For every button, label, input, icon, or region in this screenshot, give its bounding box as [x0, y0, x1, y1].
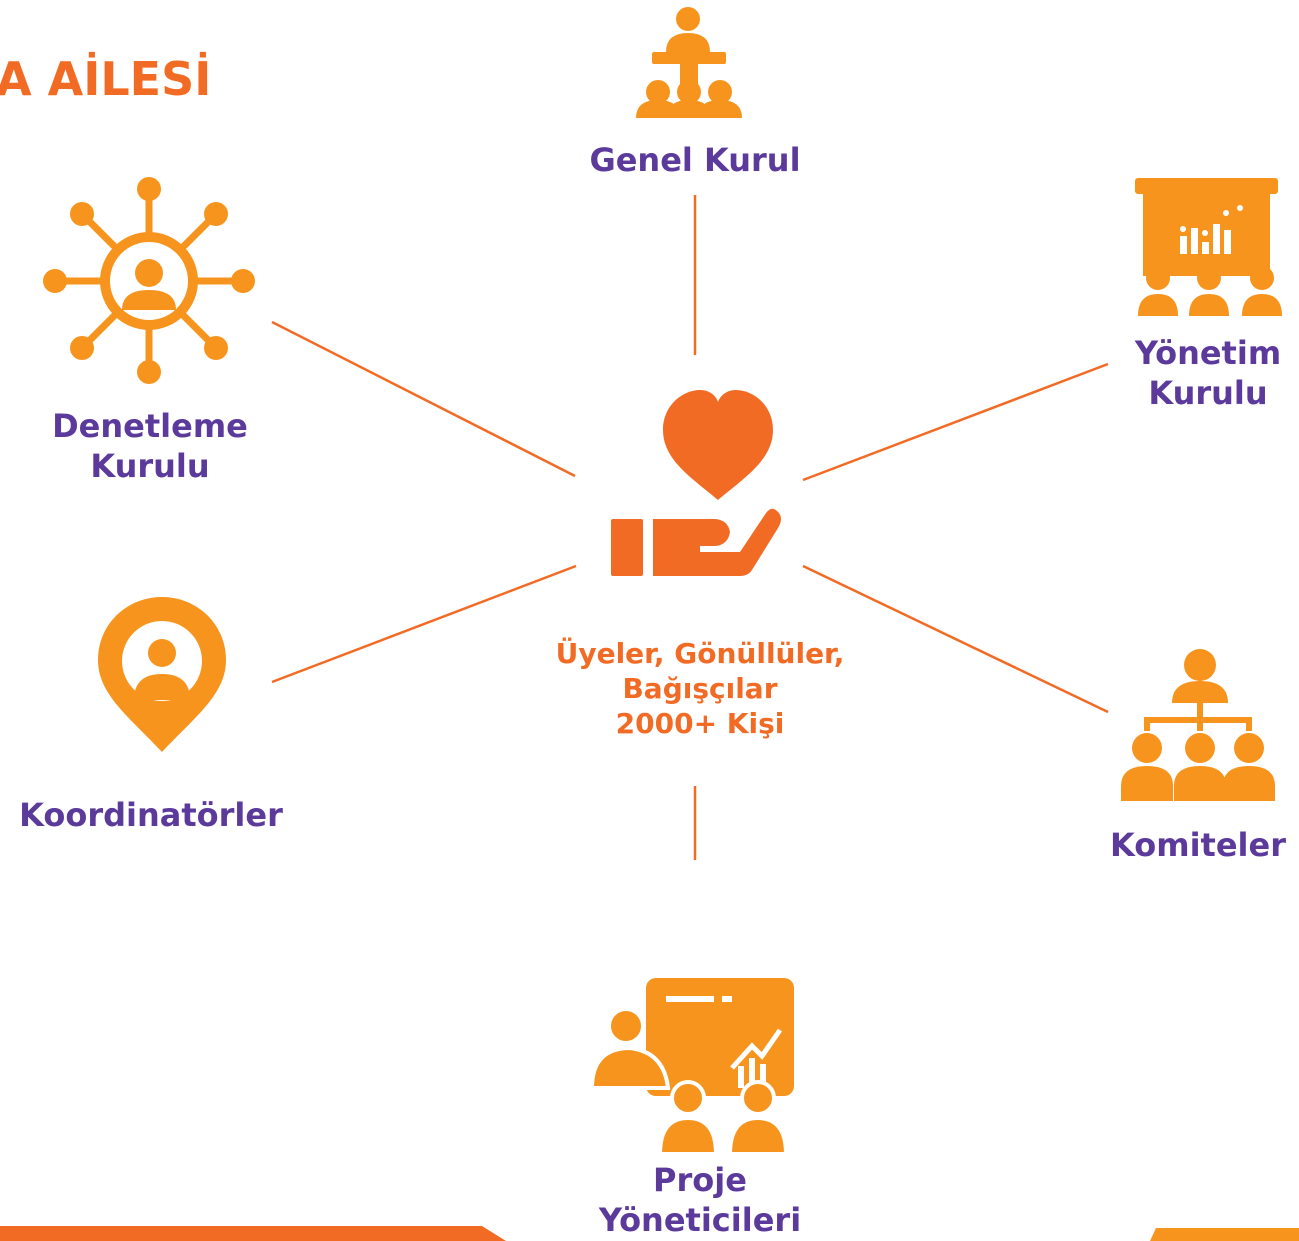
- center-line3: 2000+ Kişi: [615, 707, 785, 740]
- bottom-left-accent-bar: [0, 1226, 506, 1241]
- connector-yonetim: [802, 362, 1109, 482]
- denetleme-kurulu-label: Denetleme Kurulu: [30, 406, 270, 486]
- proje-yoneticileri-label: Proje Yöneticileri: [570, 1160, 830, 1240]
- connector-koordinator: [271, 564, 577, 684]
- proje-line2: Yöneticileri: [598, 1201, 802, 1239]
- board-presentation-icon: [1135, 178, 1282, 316]
- yonetim-kurulu-label: Yönetim Kurulu: [1115, 333, 1299, 413]
- hierarchy-people-icon: [1121, 649, 1275, 801]
- yonetim-line2: Kurulu: [1148, 374, 1268, 412]
- podium-audience-icon: [636, 7, 742, 118]
- connector-komiteler: [802, 564, 1109, 714]
- genel-kurul-label: Genel Kurul: [589, 141, 801, 179]
- project-presentation-icon: [589, 978, 794, 1156]
- network-person-icon: [43, 177, 255, 384]
- denetleme-line1: Denetleme: [52, 407, 248, 445]
- proje-line1: Proje: [653, 1161, 747, 1199]
- bottom-right-accent-bar: [1150, 1228, 1299, 1241]
- center-label: Üyeler, Gönüllüler, Bağışçılar 2000+ Kiş…: [500, 636, 900, 741]
- yonetim-line1: Yönetim: [1134, 334, 1282, 372]
- komiteler-label: Komiteler: [1110, 826, 1286, 864]
- heart-hand-icon: [611, 390, 781, 576]
- center-line1: Üyeler, Gönüllüler,: [555, 637, 845, 670]
- koordinatorler-label: Koordinatörler: [19, 796, 283, 834]
- denetleme-line2: Kurulu: [90, 447, 210, 485]
- page-title: A AİLESİ: [0, 52, 212, 106]
- connector-denetleme: [271, 320, 576, 478]
- center-line2: Bağışçılar: [622, 672, 778, 705]
- location-person-icon: [98, 597, 226, 752]
